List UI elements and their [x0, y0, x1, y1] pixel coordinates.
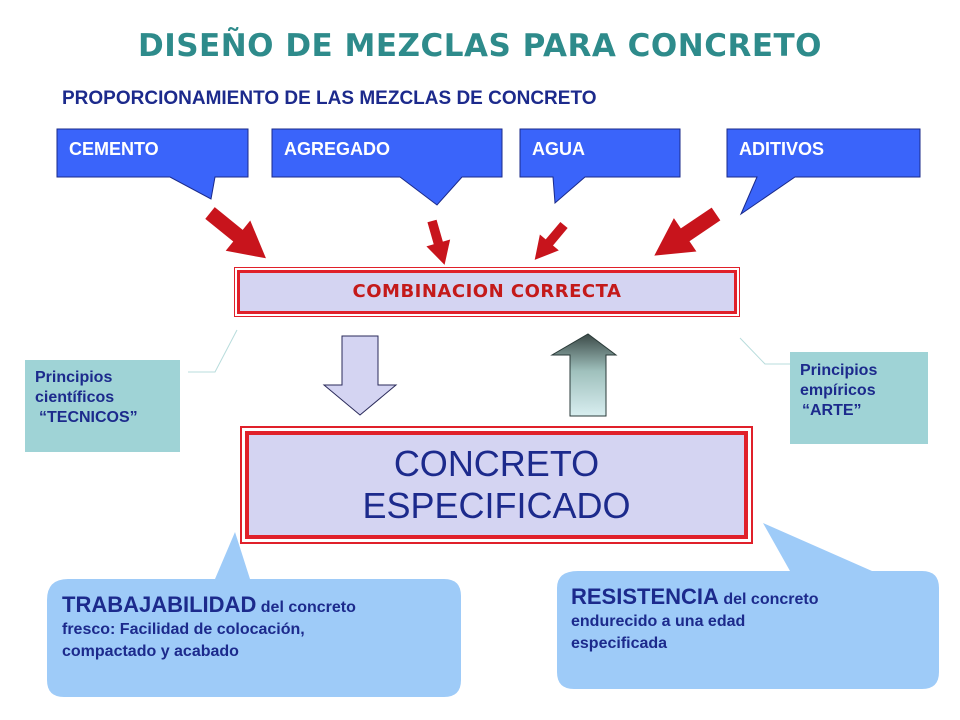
result-line1: CONCRETO	[393, 443, 600, 484]
ingredient-callout-cemento	[56, 128, 249, 200]
red-arrow-agua	[534, 221, 568, 260]
principle-left-line1: Principios	[35, 369, 113, 386]
workability-line3: compactado y acabado	[62, 643, 239, 660]
up-arrow	[550, 333, 618, 417]
result-line2: ESPECIFICADO	[362, 485, 631, 526]
bubble-workability-text: TRABAJABILIDAD del concreto fresco: Faci…	[62, 592, 457, 663]
principle-right-line3: “ARTE”	[802, 402, 862, 419]
down-arrow	[322, 335, 398, 416]
bubble-strength-text: RESISTENCIA del concreto endurecido a un…	[571, 584, 936, 655]
strength-title: RESISTENCIA	[571, 584, 719, 609]
workability-title: TRABAJABILIDAD	[62, 592, 257, 617]
connector-line-left	[188, 329, 238, 373]
strength-line2: endurecido a una edad	[571, 613, 746, 630]
connector-line-right	[739, 337, 790, 365]
principle-right-line2: empíricos	[800, 382, 876, 399]
ingredient-callout-aditivos	[726, 128, 921, 216]
bubble-workability-shape	[47, 532, 461, 697]
strength-rest1: del concreto	[718, 591, 819, 608]
principle-left-line2: científicos	[35, 389, 115, 406]
page-subtitle: PROPORCIONAMIENTO DE LAS MEZCLAS DE CONC…	[62, 88, 597, 109]
strength-line3: especificada	[571, 635, 668, 652]
page-title: DISEÑO DE MEZCLAS PARA CONCRETO	[137, 28, 823, 64]
combination-label: COMBINACION CORRECTA	[352, 281, 622, 302]
ingredient-label-agua: AGUA	[532, 139, 585, 159]
ingredient-label-cemento: CEMENTO	[69, 139, 159, 159]
red-arrow-cemento	[205, 207, 266, 259]
workability-line2: fresco: Facilidad de colocación,	[62, 621, 305, 638]
ingredient-label-agregado: AGREGADO	[284, 139, 391, 159]
result-box: CONCRETO ESPECIFICADO	[240, 426, 753, 544]
principle-right-line1: Principios	[800, 362, 878, 379]
principle-box-empirical: Principios empíricos “ARTE”	[790, 352, 928, 444]
principle-left-line3: “TECNICOS”	[39, 409, 138, 426]
principle-box-scientific: Principios científicos “TECNICOS”	[25, 360, 180, 452]
workability-rest1: del concreto	[256, 599, 356, 616]
red-arrow-aditivos	[654, 207, 721, 256]
red-arrow-agregado	[426, 219, 451, 265]
ingredient-label-aditivos: ADITIVOS	[739, 139, 825, 159]
ingredient-callout-agregado	[271, 128, 503, 206]
ingredient-callout-agua	[519, 128, 681, 205]
combination-box: COMBINACION CORRECTA	[234, 267, 740, 317]
bubble-strength-shape	[557, 523, 939, 689]
